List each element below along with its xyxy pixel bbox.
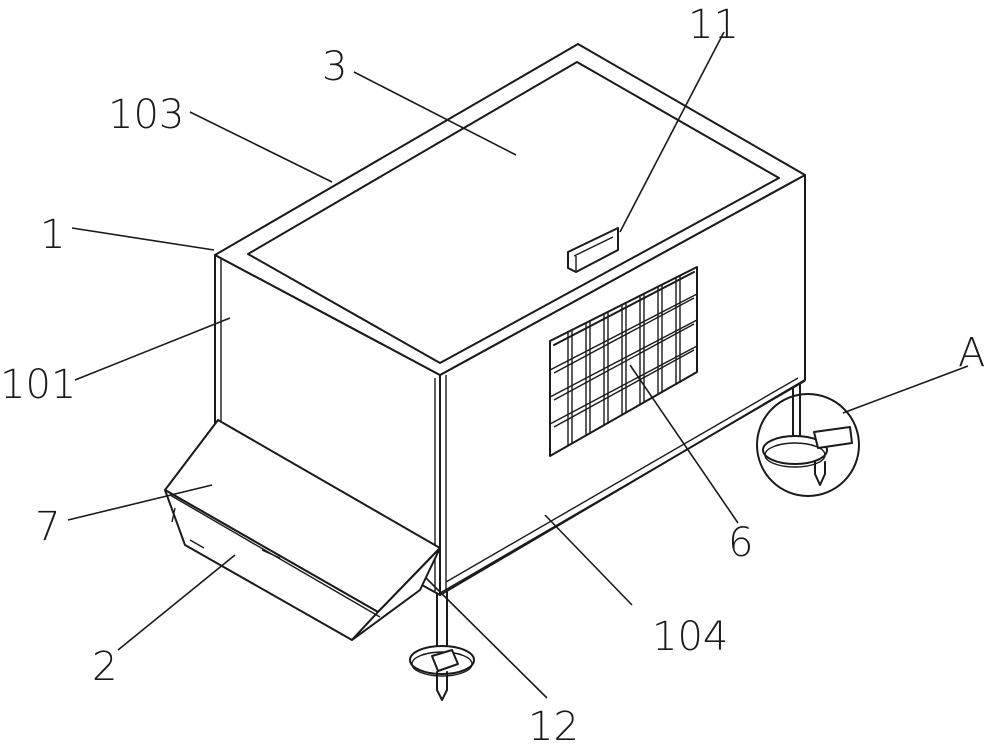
leader-lines: [67, 31, 969, 699]
label-hopper: 7: [35, 504, 60, 550]
feed-hopper: [164, 419, 441, 641]
label-box: 1: [40, 212, 65, 258]
label-lid: 3: [322, 44, 347, 90]
leader-1: [71, 227, 215, 251]
leader-2: [117, 554, 236, 651]
leader-11: [619, 31, 725, 233]
lid-panel: [247, 61, 780, 364]
label-detail-a: A: [958, 330, 985, 376]
label-chute: 2: [92, 644, 117, 690]
label-gap: 12: [528, 704, 579, 748]
leader-103: [189, 111, 333, 183]
label-handle: 11: [688, 2, 739, 48]
vent-grille: [549, 266, 698, 457]
leader-6: [629, 364, 739, 524]
leader-3: [353, 71, 517, 156]
leader-104: [544, 514, 633, 606]
leader-a: [842, 365, 969, 414]
detail-circle-a: [756, 393, 860, 497]
edge-line: [439, 380, 806, 594]
label-grille: 6: [728, 520, 753, 566]
front-leg: [409, 591, 475, 701]
leader-7: [67, 484, 213, 521]
edge-line: [445, 377, 799, 583]
leader-101: [74, 317, 231, 381]
leader-12: [425, 577, 548, 699]
label-front-wall: 104: [652, 614, 728, 660]
label-side-wall: 101: [0, 362, 76, 408]
box-top-face: [214, 43, 806, 376]
label-back-wall: 103: [108, 92, 184, 138]
lid-handle: [567, 227, 619, 273]
